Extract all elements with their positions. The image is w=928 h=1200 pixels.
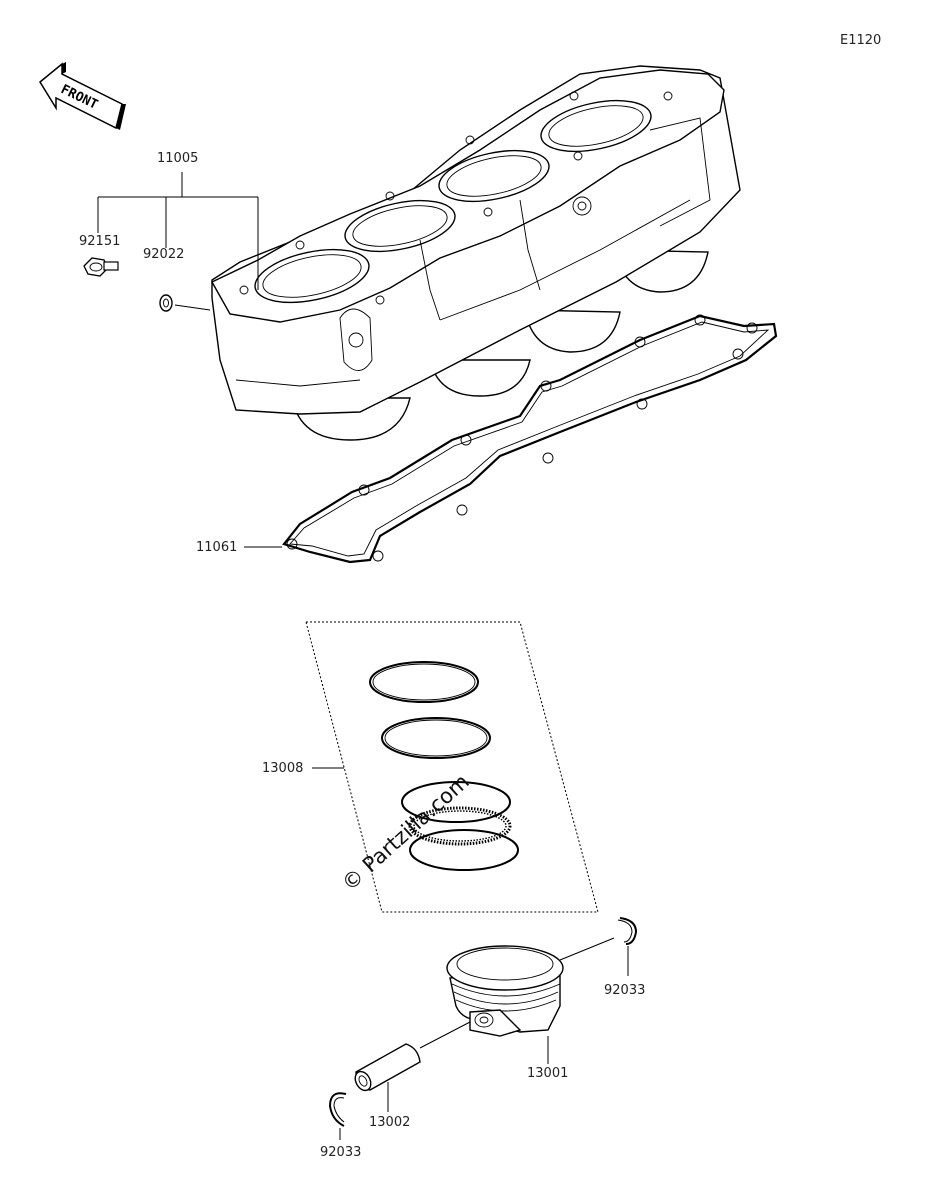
circlip-left	[328, 1092, 347, 1127]
cylinder-block	[211, 65, 741, 441]
label-92151: 92151	[79, 234, 120, 249]
label-13001: 13001	[527, 1066, 568, 1081]
label-11061: 11061	[196, 540, 237, 555]
label-13008: 13008	[262, 761, 303, 776]
watermark: © Partzilla.com	[337, 769, 473, 895]
label-11005: 11005	[157, 151, 198, 166]
bolt-92151	[83, 257, 119, 277]
label-92033-left: 92033	[320, 1145, 361, 1160]
diagram-code: E1120	[840, 33, 881, 48]
label-92033-right: 92033	[604, 983, 645, 998]
label-13002: 13002	[369, 1115, 410, 1130]
washer-92022	[159, 294, 211, 312]
piston-rings	[369, 661, 519, 871]
front-arrow-icon: FRONT	[39, 62, 126, 130]
piston-pin	[354, 1043, 421, 1092]
cylinder-gasket	[282, 314, 778, 564]
circlip-right	[617, 917, 638, 945]
piston	[446, 945, 564, 1037]
label-92022: 92022	[143, 247, 184, 262]
